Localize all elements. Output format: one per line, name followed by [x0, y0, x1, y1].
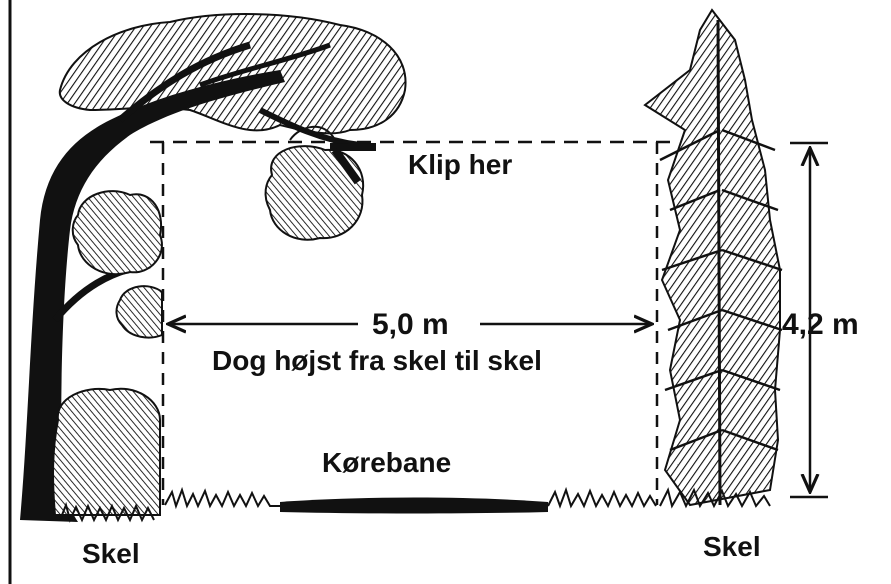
- roadway-label: Kørebane: [322, 447, 451, 478]
- clip-here-label: Klip her: [408, 149, 512, 180]
- conifer-tree-right: [645, 10, 782, 505]
- deciduous-tree-left: [20, 14, 406, 522]
- width-value-label: 5,0 m: [372, 308, 449, 341]
- boundary-right-label: Skel: [703, 531, 761, 562]
- road-surface: [280, 498, 548, 514]
- height-value-label: 4,2 m: [782, 308, 859, 341]
- width-note-label: Dog højst fra skel til skel: [212, 345, 542, 376]
- boundary-left-label: Skel: [82, 538, 140, 569]
